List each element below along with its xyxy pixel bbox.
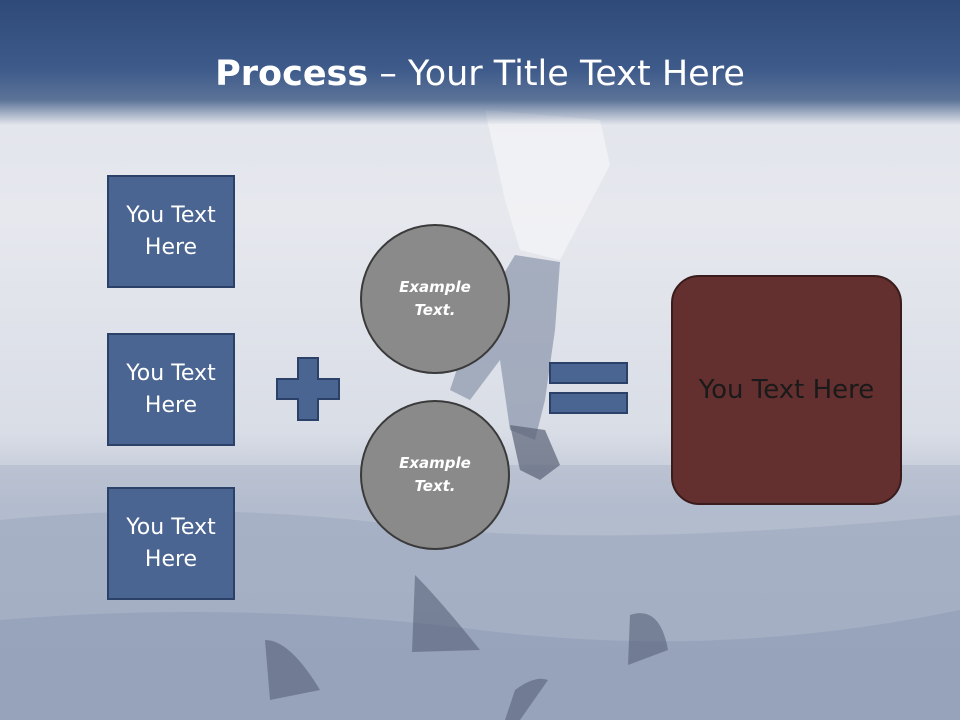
text-box-3[interactable]: You Text Here <box>107 487 235 600</box>
example-circle-1[interactable]: Example Text. <box>360 224 510 374</box>
title-bold: Process <box>215 54 369 94</box>
slide-title: Process – Your Title Text Here <box>0 50 960 98</box>
text-box-1[interactable]: You Text Here <box>107 175 235 288</box>
fin-shape <box>412 575 480 652</box>
circle-label-2: Example Text. <box>399 454 471 495</box>
text-box-2[interactable]: You Text Here <box>107 333 235 446</box>
plus-icon <box>276 357 340 421</box>
title-rest: – Your Title Text Here <box>368 54 745 94</box>
example-circle-2[interactable]: Example Text. <box>360 400 510 550</box>
equals-icon <box>549 362 628 414</box>
circle-label-1: Example Text. <box>399 278 471 319</box>
title-bar <box>0 0 960 125</box>
result-box[interactable]: You Text Here <box>671 275 902 505</box>
